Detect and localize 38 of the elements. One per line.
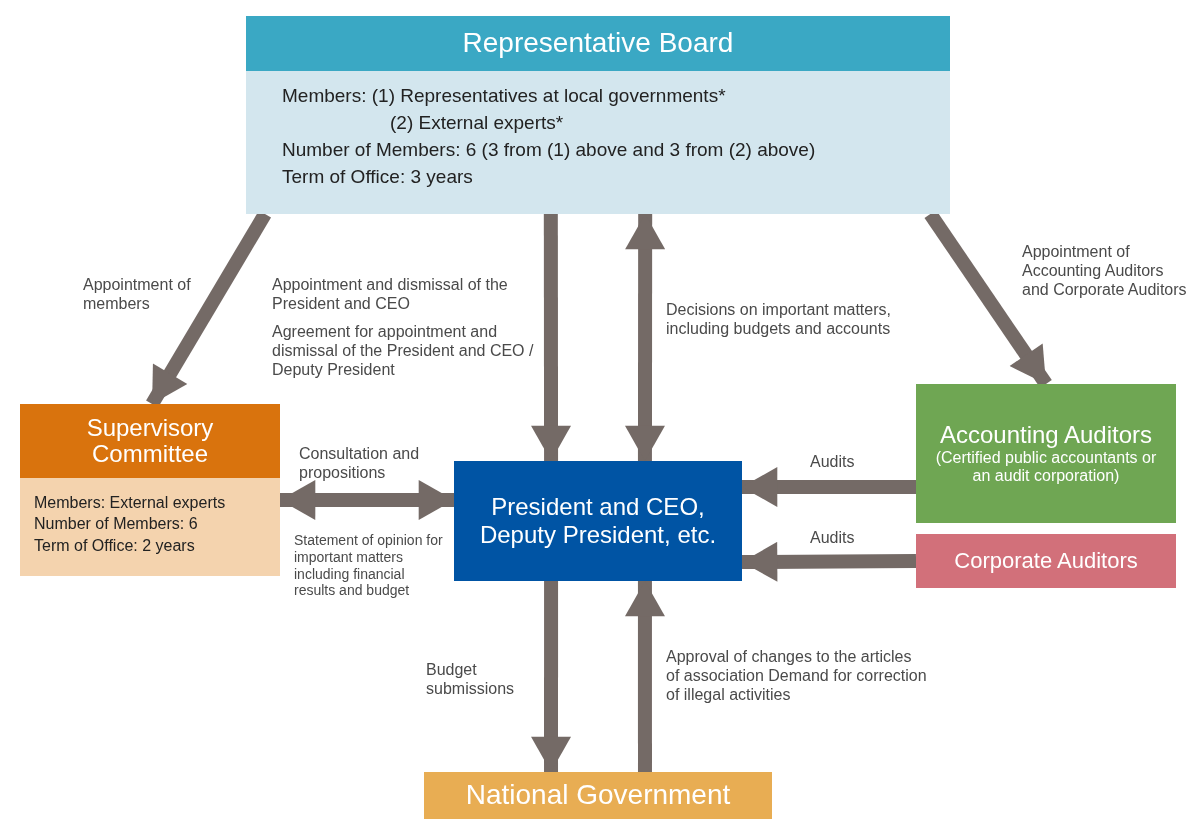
- note-text: Agreement for appointment and dismissal of the President and CEO / Deputy President: [272, 322, 535, 380]
- panel-heading: Representative Board: [246, 16, 950, 71]
- box-title: National Government: [465, 779, 731, 812]
- arrow: [741, 541, 917, 582]
- edge-label: Audits: [810, 528, 856, 548]
- panel-text: (2) External experts*: [389, 111, 565, 134]
- arrow: [280, 480, 454, 520]
- box-subtitle: (Certified public accountants or an audit corporation): [934, 448, 1158, 486]
- panel-text: Number of Members: 6 (3 from (1) above and 3 from (2) above): [282, 138, 817, 161]
- box-title: Accounting Auditors: [939, 421, 1153, 449]
- arrow: [531, 214, 571, 462]
- panel-text: Term of Office: 3 years: [282, 165, 474, 188]
- panel-text: Members: (1) Representatives at local governments*: [282, 85, 727, 107]
- box-title: Corporate Auditors: [954, 548, 1138, 574]
- arrow: [624, 581, 665, 772]
- panel-text: Number of Members: 6: [34, 515, 199, 534]
- edge-label: Appointment of Accounting Auditors and Corporate Auditors: [1022, 242, 1188, 300]
- edge-label: Appointment of members: [83, 275, 192, 314]
- entity-box: [424, 772, 772, 819]
- panel-text: Members: External experts: [34, 494, 227, 513]
- edge-label: Appointment and dismissal of the President and CEO: [272, 275, 509, 314]
- entity-box: [454, 461, 742, 581]
- info-panel: [246, 16, 950, 214]
- entity-box: [916, 384, 1176, 523]
- note-text: Statement of opinion for important matters including financial results and budget: [294, 532, 444, 600]
- info-panel: [20, 404, 280, 576]
- edge-label: Decisions on important matters, including budgets and accounts: [666, 300, 892, 339]
- box-title: President and CEO, Deputy President, etc.: [478, 493, 718, 549]
- edge-label: Budget submissions: [426, 660, 516, 699]
- panel-heading: Supervisory Committee: [20, 404, 280, 478]
- panel-text: Term of Office: 2 years: [34, 536, 196, 556]
- entity-box: [916, 534, 1176, 588]
- edge-label: Approval of changes to the articles of association Demand for correction of illegal activities: [666, 647, 928, 705]
- arrow: [625, 214, 666, 462]
- edge-label: Consultation and propositions: [299, 444, 421, 483]
- arrow: [742, 467, 916, 508]
- arrow: [531, 581, 572, 772]
- edge-label: Audits: [810, 452, 856, 472]
